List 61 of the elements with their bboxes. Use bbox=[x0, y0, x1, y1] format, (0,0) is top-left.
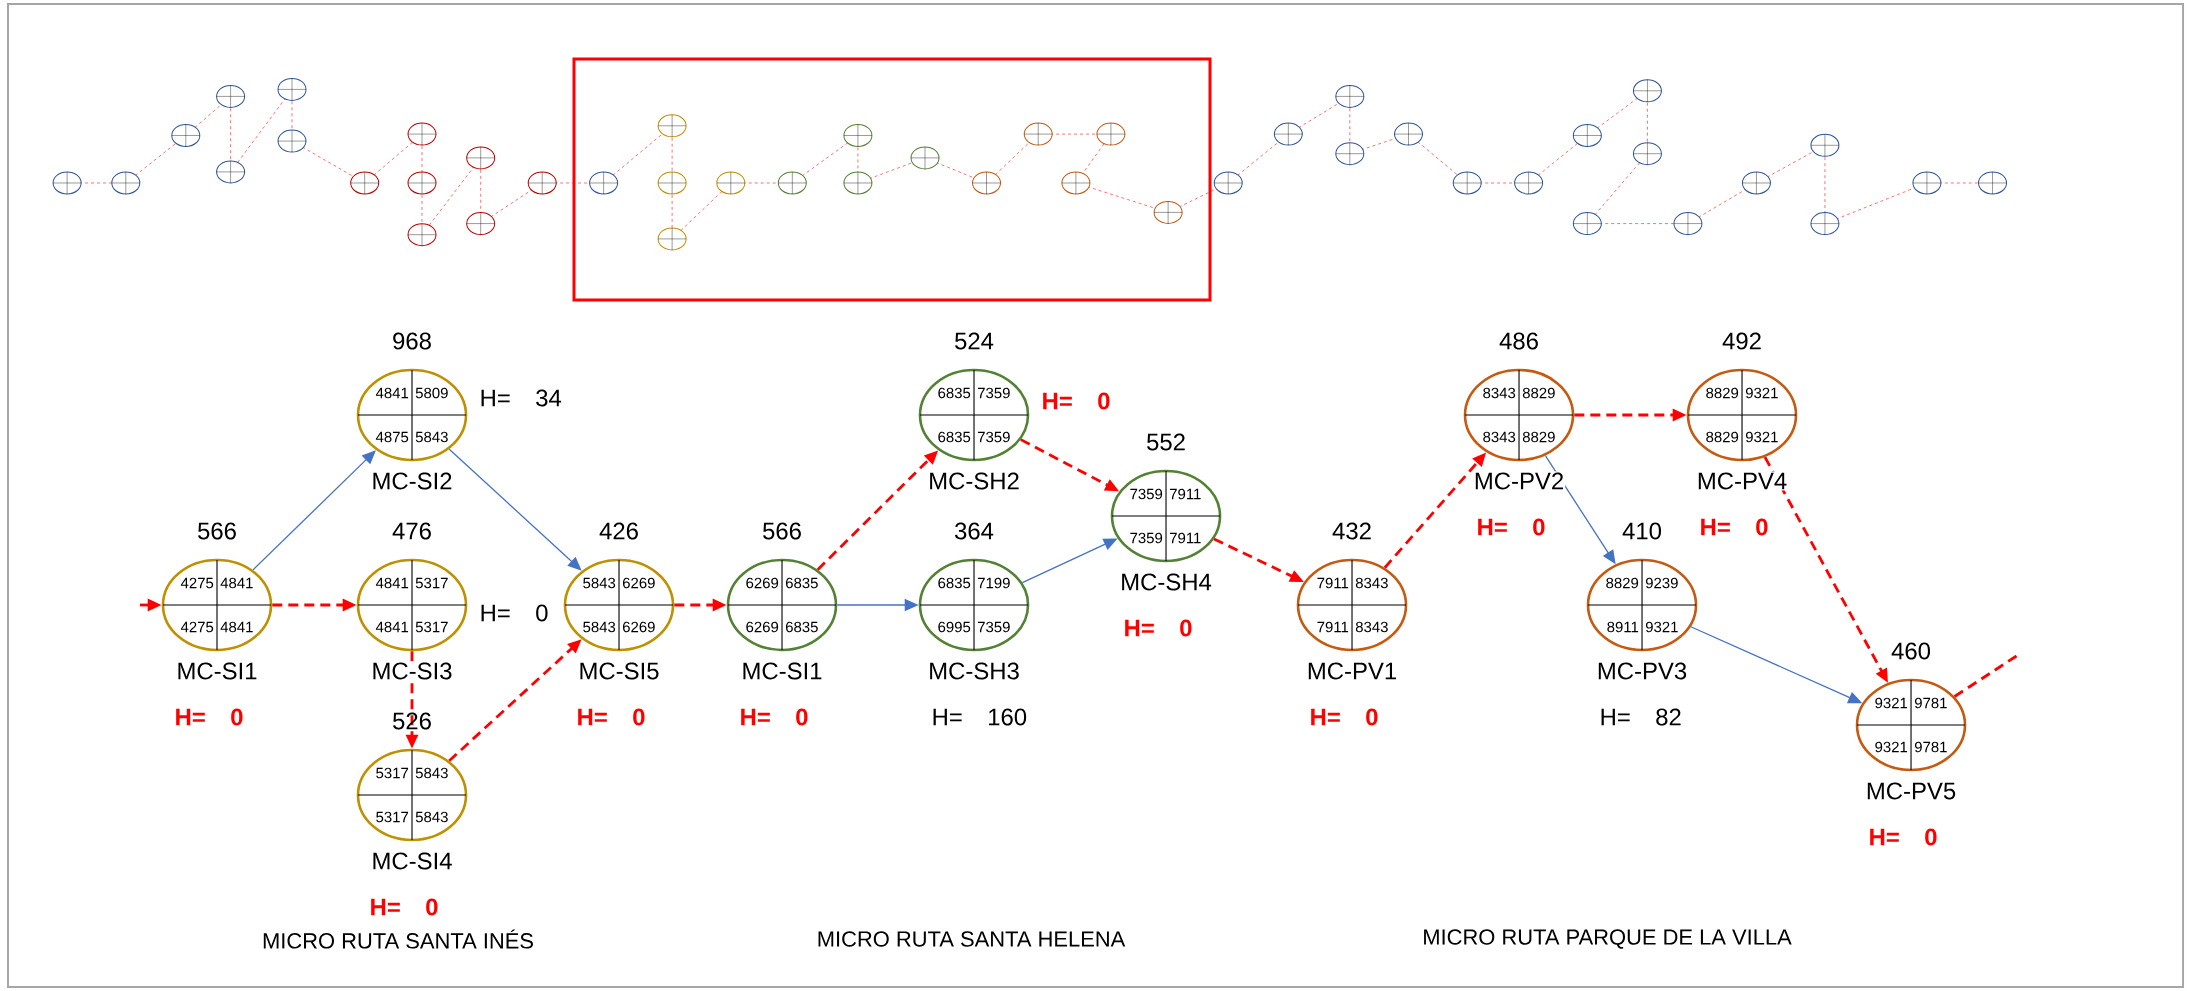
activity-name: MC-SI5 bbox=[577, 661, 661, 681]
duration-label: 552 bbox=[1147, 433, 1185, 451]
activity-name: MC-PV3 bbox=[1595, 661, 1689, 681]
slack-value: 0 bbox=[426, 898, 438, 916]
route-title: MICRO RUTA SANTA INÉS bbox=[263, 929, 533, 949]
duration-label: 410 bbox=[1622, 522, 1661, 540]
activity-name: MC-SI1 bbox=[740, 661, 824, 681]
slack-label: H= bbox=[933, 708, 962, 726]
duration-label: 460 bbox=[1891, 642, 1931, 660]
activity-name: MC-SI3 bbox=[370, 661, 454, 681]
arrow bbox=[252, 450, 376, 571]
duration-label: 492 bbox=[1722, 332, 1761, 350]
slack-label: H= bbox=[371, 898, 400, 916]
activity-name: MC-PV1 bbox=[1305, 661, 1399, 681]
slack-label: H= bbox=[1701, 518, 1730, 536]
activity-name: MC-SI1 bbox=[175, 661, 259, 681]
activity-name: MC-SI4 bbox=[370, 851, 454, 871]
activity-name: MC-SH3 bbox=[927, 661, 1021, 681]
route-title: MICRO RUTA PARQUE DE LA VILLA bbox=[1424, 929, 1792, 949]
slack-label: H= bbox=[176, 708, 205, 726]
slack-label: H= bbox=[578, 708, 607, 726]
duration-label: 968 bbox=[393, 332, 431, 350]
slack-value: 0 bbox=[633, 708, 645, 726]
duration-label: 476 bbox=[392, 522, 431, 540]
slack-label: H= bbox=[1601, 708, 1630, 726]
activity-name: MC-PV2 bbox=[1472, 471, 1566, 491]
slack-label: H= bbox=[1043, 392, 1072, 410]
arrow bbox=[448, 448, 582, 571]
slack-value: 34 bbox=[536, 389, 562, 407]
activity-name: MC-PV4 bbox=[1695, 471, 1789, 491]
duration-label: 524 bbox=[955, 332, 994, 350]
slack-value: 0 bbox=[1180, 619, 1192, 637]
slack-value: 0 bbox=[1366, 708, 1378, 726]
slack-value: 0 bbox=[1098, 392, 1110, 410]
slack-value: 82 bbox=[1656, 708, 1681, 726]
duration-label: 426 bbox=[599, 522, 638, 540]
slack-value: 160 bbox=[989, 708, 1027, 726]
activity-name: MC-SH2 bbox=[927, 471, 1021, 491]
slack-value: 0 bbox=[796, 708, 808, 726]
slack-value: 0 bbox=[231, 708, 243, 726]
activity-name: MC-PV5 bbox=[1864, 781, 1958, 801]
activity-name: MC-SI2 bbox=[370, 471, 454, 491]
slack-label: H= bbox=[1311, 708, 1340, 726]
slack-label: H= bbox=[1478, 518, 1507, 536]
duration-label: 486 bbox=[1499, 332, 1538, 350]
slack-label: H= bbox=[1870, 828, 1899, 846]
duration-label: 432 bbox=[1332, 522, 1371, 540]
slack-label: H= bbox=[481, 604, 510, 622]
duration-label: 526 bbox=[393, 712, 431, 730]
slack-label: H= bbox=[741, 708, 770, 726]
route-title: MICRO RUTA SANTA HELENA bbox=[818, 931, 1126, 947]
slack-label: H= bbox=[1125, 619, 1154, 637]
slack-value: 0 bbox=[1925, 828, 1937, 846]
slack-value: 0 bbox=[1533, 518, 1545, 536]
duration-label: 566 bbox=[198, 522, 236, 540]
activity-name: MC-SH4 bbox=[1119, 572, 1213, 592]
slack-value: 0 bbox=[1756, 518, 1768, 536]
slack-value: 0 bbox=[536, 604, 548, 622]
slack-label: H= bbox=[481, 389, 510, 407]
duration-label: 566 bbox=[763, 522, 801, 540]
duration-label: 364 bbox=[954, 522, 994, 540]
